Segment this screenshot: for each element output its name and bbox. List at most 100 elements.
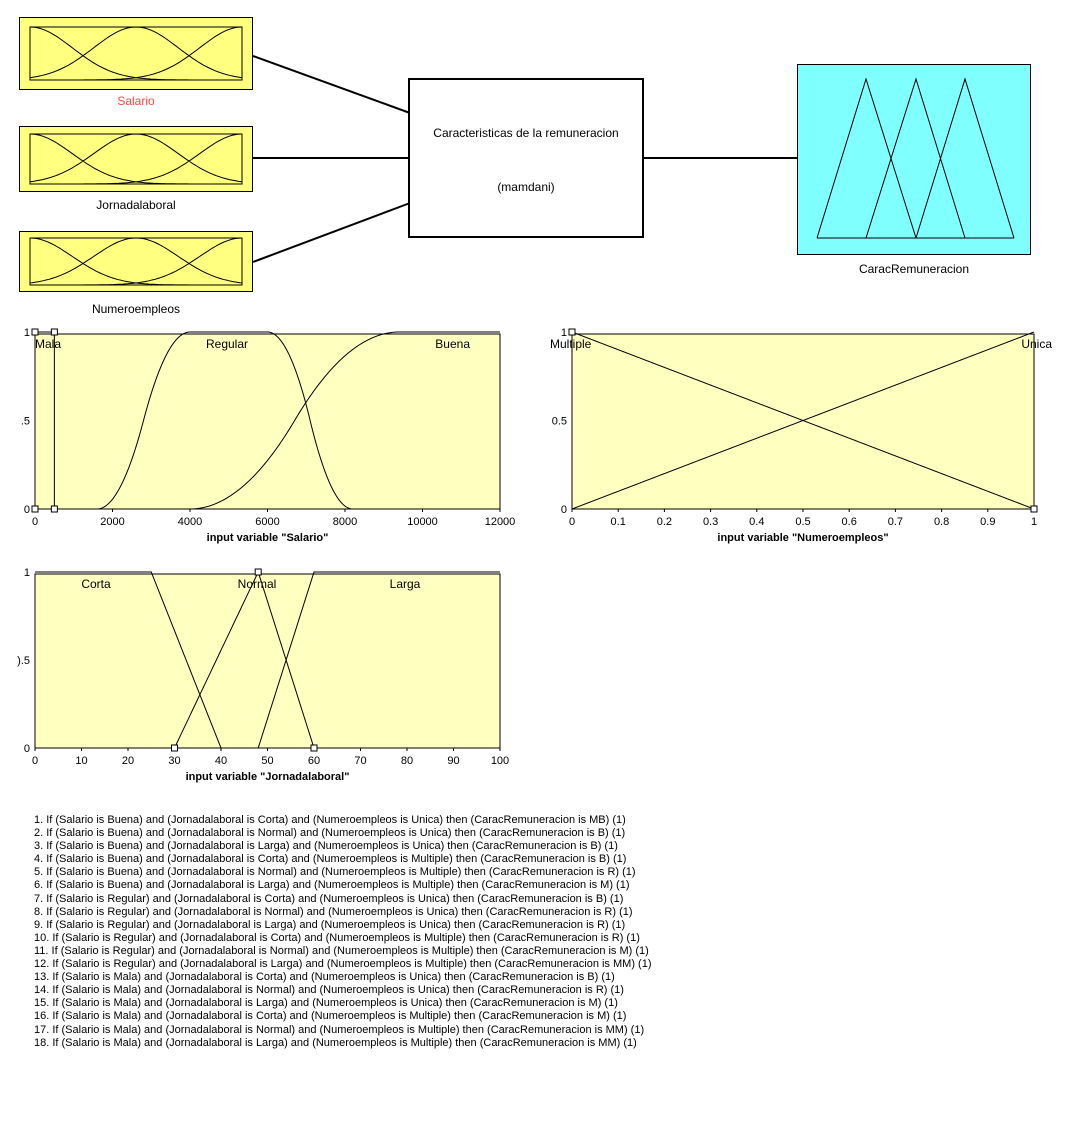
- input-jornadalaboral-icon: [29, 133, 243, 185]
- output-caracremuneracion-box[interactable]: [797, 64, 1031, 255]
- mf-curve-larga[interactable]: [35, 571, 500, 749]
- x-tick-label: 12000: [485, 516, 516, 528]
- rules-list: 1. If (Salario is Buena) and (Jornadalab…: [34, 814, 651, 1050]
- mf-handle[interactable]: [254, 568, 262, 576]
- rule-item: 6. If (Salario is Buena) and (Jornadalab…: [34, 879, 630, 892]
- x-tick-label: 0: [569, 516, 575, 528]
- mf-curve-buena[interactable]: [35, 331, 500, 510]
- x-tick-label: 6000: [255, 516, 279, 528]
- rule-item: 12. If (Salario is Regular) and (Jornada…: [34, 958, 652, 971]
- x-tick-label: 0.8: [934, 516, 949, 528]
- rule-item: 9. If (Salario is Regular) and (Jornadal…: [34, 918, 626, 931]
- x-tick-label: 0.9: [980, 516, 995, 528]
- mf-label-unica[interactable]: Unica: [1021, 337, 1052, 351]
- y-tick-label: 1: [561, 327, 567, 339]
- x-tick-label: 2000: [100, 516, 124, 528]
- y-tick-label: 0: [24, 504, 30, 516]
- x-tick-label: 1: [1031, 516, 1037, 528]
- mf-curve-unica[interactable]: [571, 331, 1035, 510]
- mf-handle[interactable]: [31, 505, 39, 513]
- x-axis-label: input variable "Numeroempleos": [717, 532, 888, 544]
- mf-handle[interactable]: [310, 744, 318, 752]
- connector-salario: [252, 55, 411, 114]
- x-tick-label: 30: [168, 755, 180, 767]
- rule-item: 11. If (Salario is Regular) and (Jornada…: [34, 944, 649, 957]
- rule-item: 5. If (Salario is Buena) and (Jornadalab…: [34, 866, 636, 879]
- y-tick-label: 1: [24, 567, 30, 579]
- y-tick-label: ).5: [17, 655, 30, 667]
- x-tick-label: 70: [354, 755, 366, 767]
- mf-handle[interactable]: [50, 328, 58, 336]
- y-tick-label: .5: [21, 416, 30, 428]
- x-tick-label: 0: [32, 516, 38, 528]
- y-tick-label: 1: [24, 327, 30, 339]
- y-tick-label: 0.5: [552, 416, 567, 428]
- x-tick-label: 10: [75, 755, 87, 767]
- mf-label-corta[interactable]: Corta: [81, 577, 111, 591]
- output-caracremuneracion-icon: [816, 77, 1015, 239]
- x-tick-label: 50: [261, 755, 273, 767]
- x-axis-label: input variable "Jornadalaboral": [186, 771, 350, 783]
- rule-item: 1. If (Salario is Buena) and (Jornadalab…: [34, 814, 626, 826]
- x-tick-label: 8000: [333, 516, 357, 528]
- mf-label-regular[interactable]: Regular: [206, 337, 248, 351]
- x-tick-label: 0: [32, 755, 38, 767]
- input-salario-icon: [29, 26, 243, 81]
- rule-item: 17. If (Salario is Mala) and (Jornadalab…: [34, 1023, 645, 1036]
- x-tick-label: 0.7: [888, 516, 903, 528]
- mf-curve-regular[interactable]: [35, 331, 500, 510]
- y-tick-label: 0: [561, 504, 567, 516]
- mf-handle[interactable]: [31, 328, 39, 336]
- rule-item: 14. If (Salario is Mala) and (Jornadalab…: [34, 984, 624, 997]
- mf-label-normal[interactable]: Normal: [238, 577, 277, 591]
- input-salario-box[interactable]: [19, 17, 253, 90]
- mf-label-buena[interactable]: Buena: [435, 337, 470, 351]
- x-tick-label: 60: [308, 755, 320, 767]
- x-tick-label: 0.1: [611, 516, 626, 528]
- input-jornadalaboral-label[interactable]: Jornadalaboral: [96, 198, 176, 212]
- x-tick-label: 100: [491, 755, 509, 767]
- input-salario-label[interactable]: Salario: [117, 94, 155, 108]
- x-tick-label: 10000: [407, 516, 438, 528]
- x-tick-label: 40: [215, 755, 227, 767]
- mf-handle[interactable]: [1030, 505, 1038, 513]
- mf-handle[interactable]: [568, 328, 576, 336]
- input-numeroempleos-box[interactable]: [19, 231, 253, 292]
- mf-handle[interactable]: [171, 744, 178, 752]
- y-tick-label: 0: [24, 743, 30, 755]
- rule-item: 2. If (Salario is Buena) and (Jornadalab…: [34, 827, 626, 840]
- mf-plot-salario[interactable]: 1 .5 00 2000 4000 6000 8000 10000 12000 Mala Regul…: [0, 318, 515, 558]
- fis-system-box[interactable]: Caracteristicas de la remuneracion (mamd…: [408, 78, 644, 238]
- fis-name: Caracteristicas de la remuneracion: [433, 126, 619, 140]
- rule-item: 4. If (Salario is Buena) and (Jornadalab…: [34, 853, 627, 866]
- input-numeroempleos-icon: [29, 237, 243, 286]
- x-tick-label: 0.2: [657, 516, 672, 528]
- connector-numeroempleos: [252, 202, 411, 263]
- rule-item: 7. If (Salario is Regular) and (Jornadal…: [34, 892, 624, 905]
- rule-item: 16. If (Salario is Mala) and (Jornadalab…: [34, 1010, 627, 1023]
- x-axis-label: input variable "Salario": [207, 532, 329, 544]
- input-jornadalaboral-box[interactable]: [19, 126, 253, 192]
- output-caracremuneracion-label[interactable]: CaracRemuneracion: [858, 262, 970, 276]
- rule-item: 13. If (Salario is Mala) and (Jornadalab…: [34, 971, 615, 984]
- rule-item: 3. If (Salario is Buena) and (Jornadalab…: [34, 840, 618, 853]
- mf-label-multiple[interactable]: Multiple: [550, 337, 592, 351]
- x-tick-label: 20: [122, 755, 134, 767]
- plot-area: [34, 333, 501, 510]
- rule-item: 10. If (Salario is Regular) and (Jornada…: [34, 931, 640, 944]
- x-tick-label: 0.5: [795, 516, 810, 528]
- input-numeroempleos-label[interactable]: Numeroempleos: [91, 302, 181, 316]
- rule-item: 8. If (Salario is Regular) and (Jornadal…: [34, 905, 633, 918]
- x-tick-label: 4000: [178, 516, 202, 528]
- rule-item: 15. If (Salario is Mala) and (Jornadalab…: [34, 997, 618, 1010]
- mf-handle[interactable]: [50, 505, 58, 513]
- mf-label-mala[interactable]: Mala: [35, 337, 61, 351]
- x-tick-label: 0.4: [749, 516, 764, 528]
- mf-label-larga[interactable]: Larga: [390, 577, 421, 591]
- fis-diagram: [252, 55, 798, 263]
- mf-curve-mala[interactable]: [34, 331, 55, 509]
- x-tick-label: 0.6: [842, 516, 857, 528]
- x-tick-label: 80: [401, 755, 413, 767]
